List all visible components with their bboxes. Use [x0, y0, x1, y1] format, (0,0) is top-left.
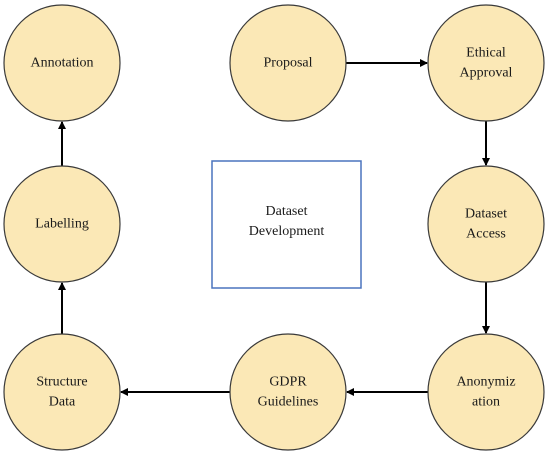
node-annotation: Annotation: [3, 4, 121, 122]
node-circle: [3, 4, 121, 122]
node-label-line: Ethical: [466, 46, 506, 61]
node-anonymization: Anonymiz ation: [427, 333, 545, 451]
node-label-line: Guidelines: [258, 395, 319, 410]
node-label-line: Annotation: [31, 56, 94, 71]
node-label-line: Dataset: [266, 204, 308, 219]
node-label-line: ation: [472, 395, 500, 410]
node-circle: [427, 333, 545, 451]
node-circle: [3, 333, 121, 451]
node-gdpr-guidelines: GDPR Guidelines: [229, 333, 347, 451]
node-label-line: Structure: [36, 375, 87, 390]
node-label-line: Data: [49, 395, 76, 410]
node-circle: [229, 4, 347, 122]
node-label-line: Labelling: [35, 217, 89, 232]
node-label-line: Anonymiz: [456, 375, 515, 390]
node-label-line: Access: [466, 227, 506, 242]
node-circle: [3, 165, 121, 283]
center-box: [211, 160, 362, 289]
node-label-line: Approval: [460, 66, 513, 81]
node-proposal: Proposal: [229, 4, 347, 122]
nodes-layer: Annotation Proposal EthicalApprovalLabelli…: [3, 4, 545, 451]
node-label-line: Dataset: [465, 207, 507, 222]
node-label-line: Development: [249, 224, 325, 239]
node-circle: [427, 165, 545, 283]
node-label-line: Proposal: [264, 56, 313, 71]
node-circle: [229, 333, 347, 451]
node-circle: [427, 4, 545, 122]
node-label-line: GDPR: [269, 375, 307, 390]
node-labelling: Labelling: [3, 165, 121, 283]
edges-layer: [58, 59, 490, 396]
